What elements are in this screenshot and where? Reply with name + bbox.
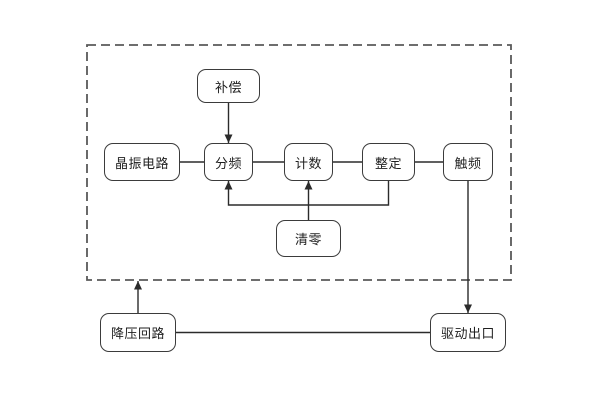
- node-zhengding: 整定: [362, 143, 415, 181]
- node-jishu: 计数: [284, 143, 333, 181]
- node-jiangya: 降压回路: [100, 313, 176, 352]
- node-chupin: 触频: [443, 143, 493, 181]
- node-qudong: 驱动出口: [430, 313, 506, 352]
- node-qingling: 清零: [276, 220, 341, 257]
- dashed-boundary: [86, 44, 512, 281]
- node-fenpin: 分频: [204, 143, 253, 181]
- node-jingzhen: 晶振电路: [104, 143, 180, 181]
- node-buchang: 补偿: [197, 69, 260, 103]
